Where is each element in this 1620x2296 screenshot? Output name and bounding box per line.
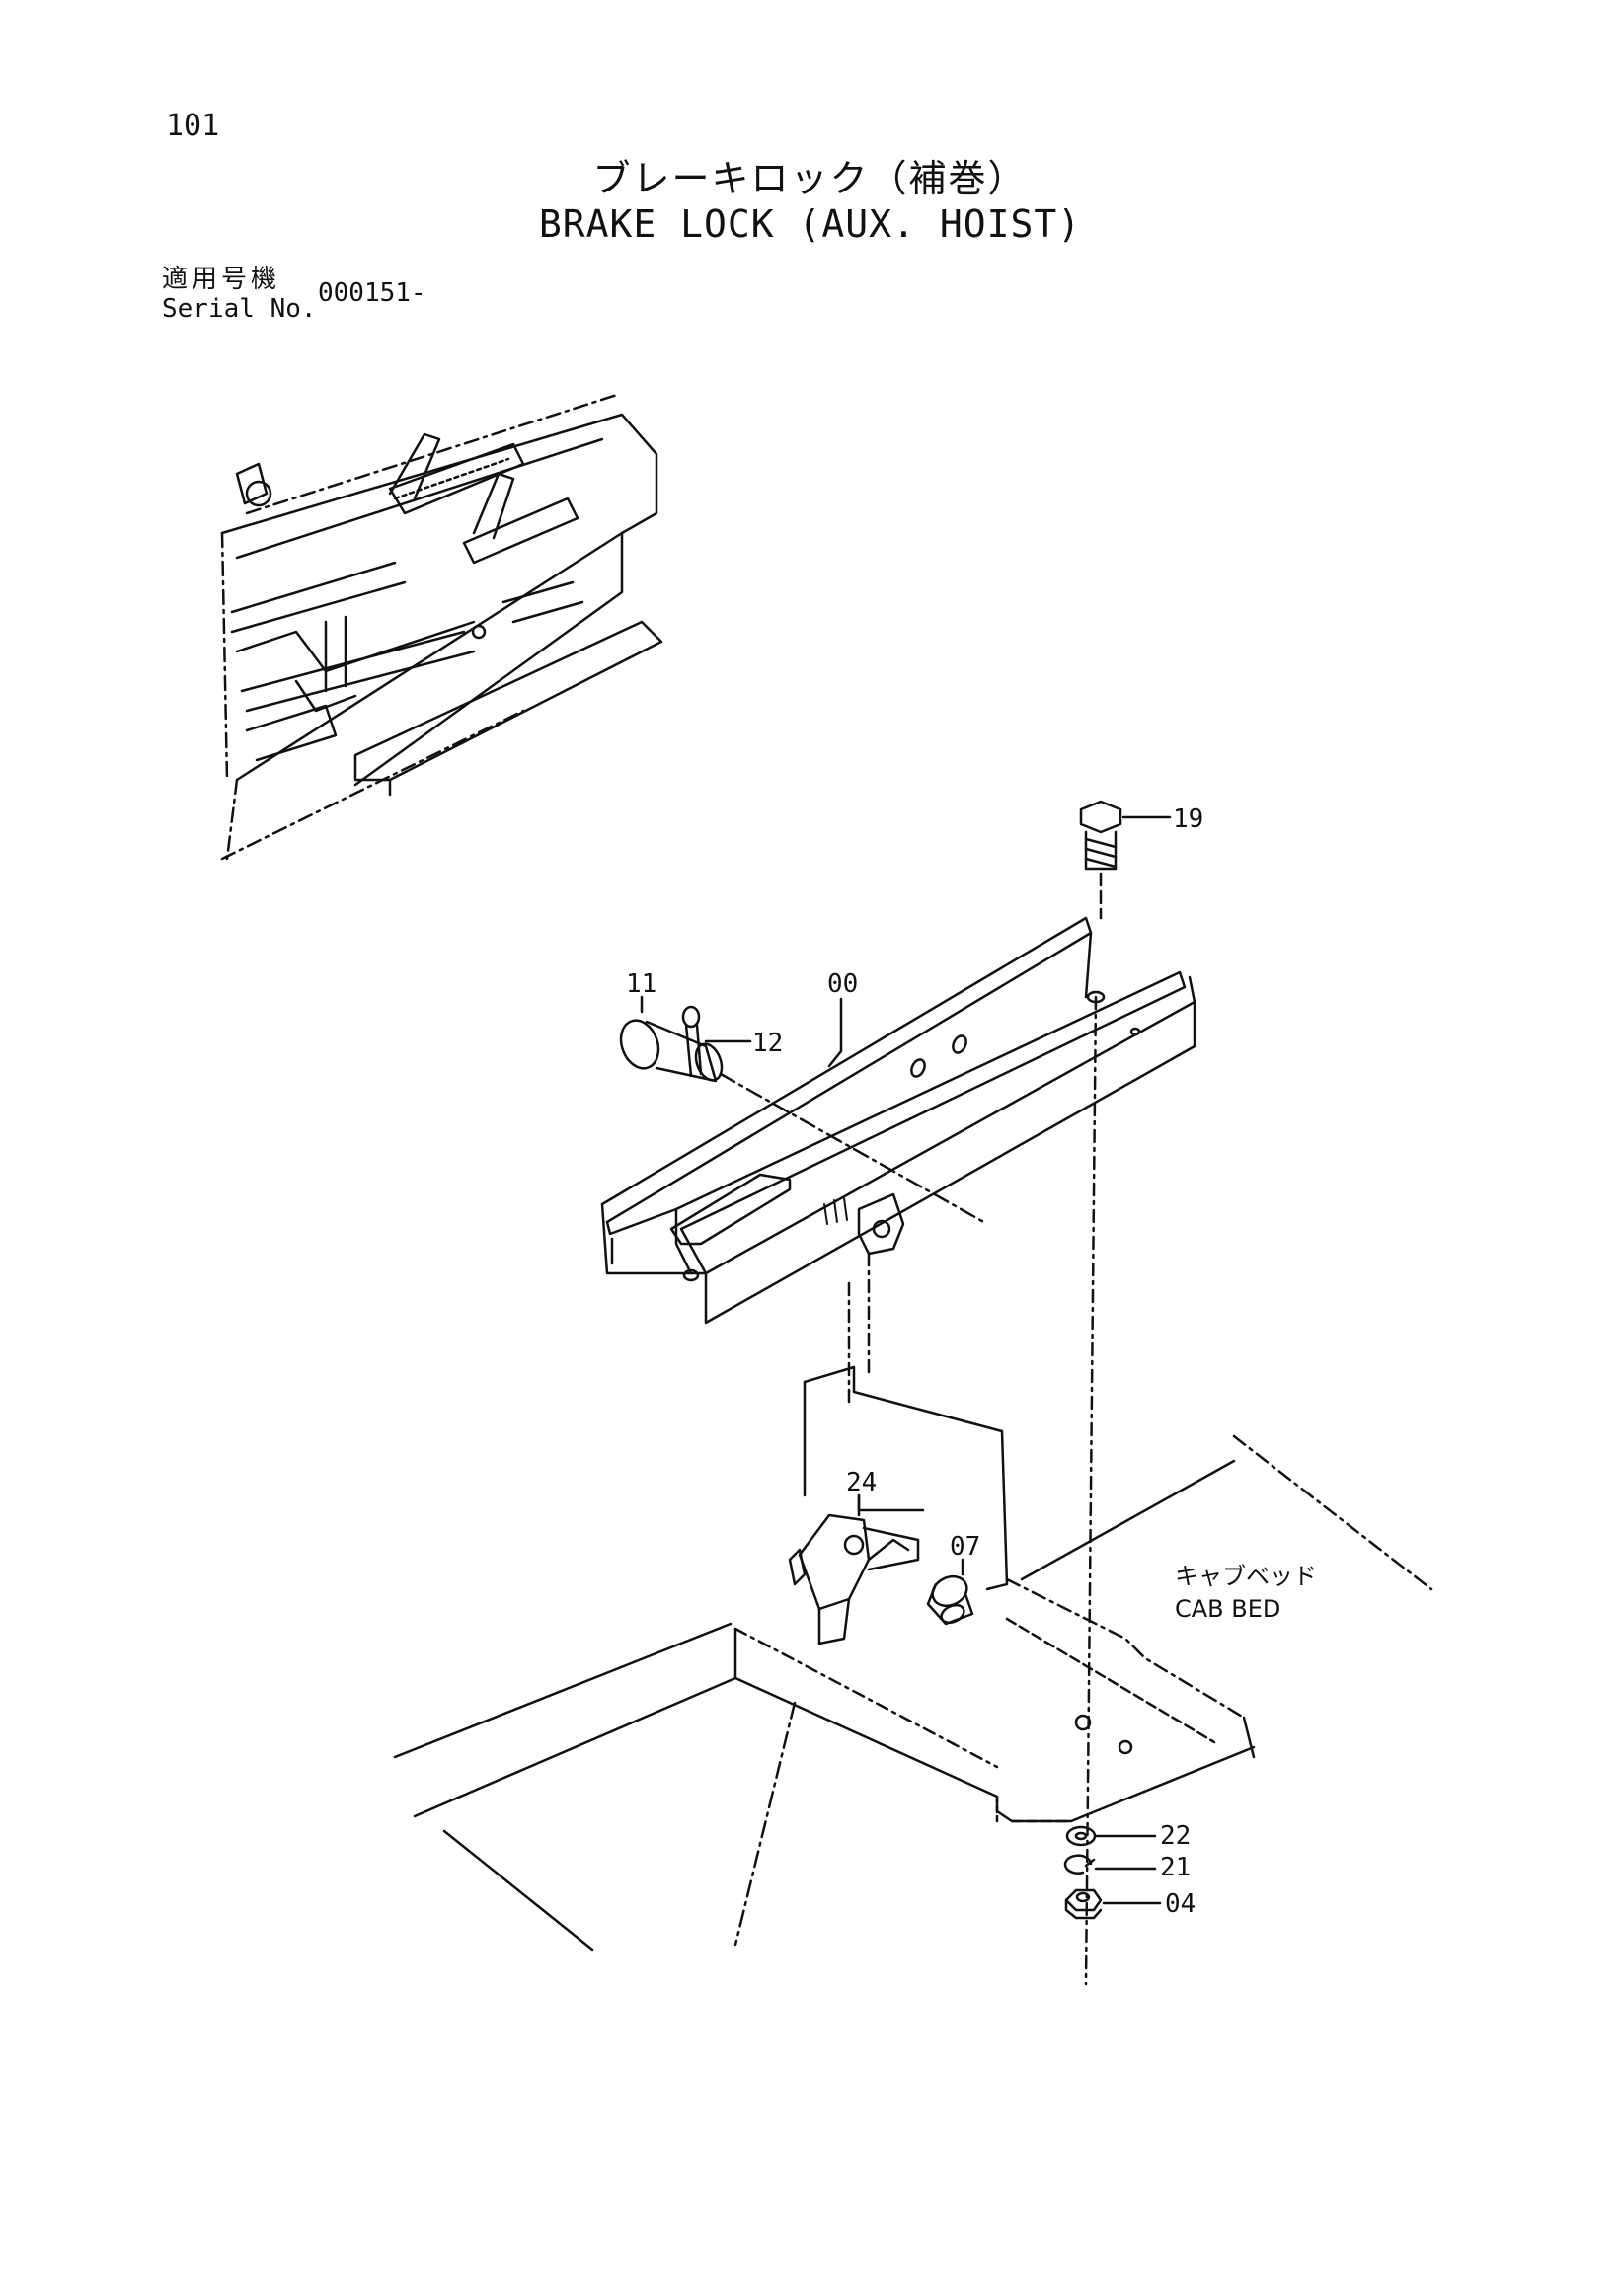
part-label-04: 04	[1165, 1889, 1196, 1919]
cab-bed-label-japanese: キャブベッド	[1175, 1563, 1317, 1590]
part-label-07: 07	[950, 1532, 980, 1562]
part-label-19: 19	[1173, 804, 1203, 834]
part-label-12: 12	[752, 1029, 783, 1058]
collar-07	[926, 1558, 974, 1626]
bolt-19	[1079, 800, 1172, 920]
plate-24	[803, 1252, 1009, 1591]
serial-number-value: 000151-	[318, 278, 426, 308]
serial-label-english: Serial No.	[162, 294, 317, 324]
part-label-22: 22	[1160, 1821, 1191, 1851]
bracket-00	[600, 916, 1196, 1986]
part-label-24: 24	[846, 1468, 877, 1497]
cotter-pin-12	[681, 1005, 752, 1078]
cab-bed-floor	[393, 1434, 1433, 1952]
nut-04	[1064, 1888, 1162, 1920]
spring-washer-21	[1063, 1854, 1157, 1875]
inset-pedal-assembly	[220, 393, 663, 861]
washer-22	[1065, 1825, 1157, 1847]
cab-bed-label-english: CAB BED	[1175, 1595, 1280, 1623]
page-number: 101	[166, 109, 220, 143]
part-label-21: 21	[1160, 1853, 1191, 1882]
title-japanese: ブレーキロック（補巻）	[592, 157, 1028, 200]
serial-label-japanese: 適用号機	[162, 265, 281, 294]
title-english: BRAKE LOCK (AUX. HOIST)	[538, 202, 1082, 246]
stopper-block	[788, 1513, 920, 1645]
part-label-11: 11	[626, 969, 656, 999]
part-label-00: 00	[827, 969, 858, 999]
pin-11	[619, 995, 989, 1226]
